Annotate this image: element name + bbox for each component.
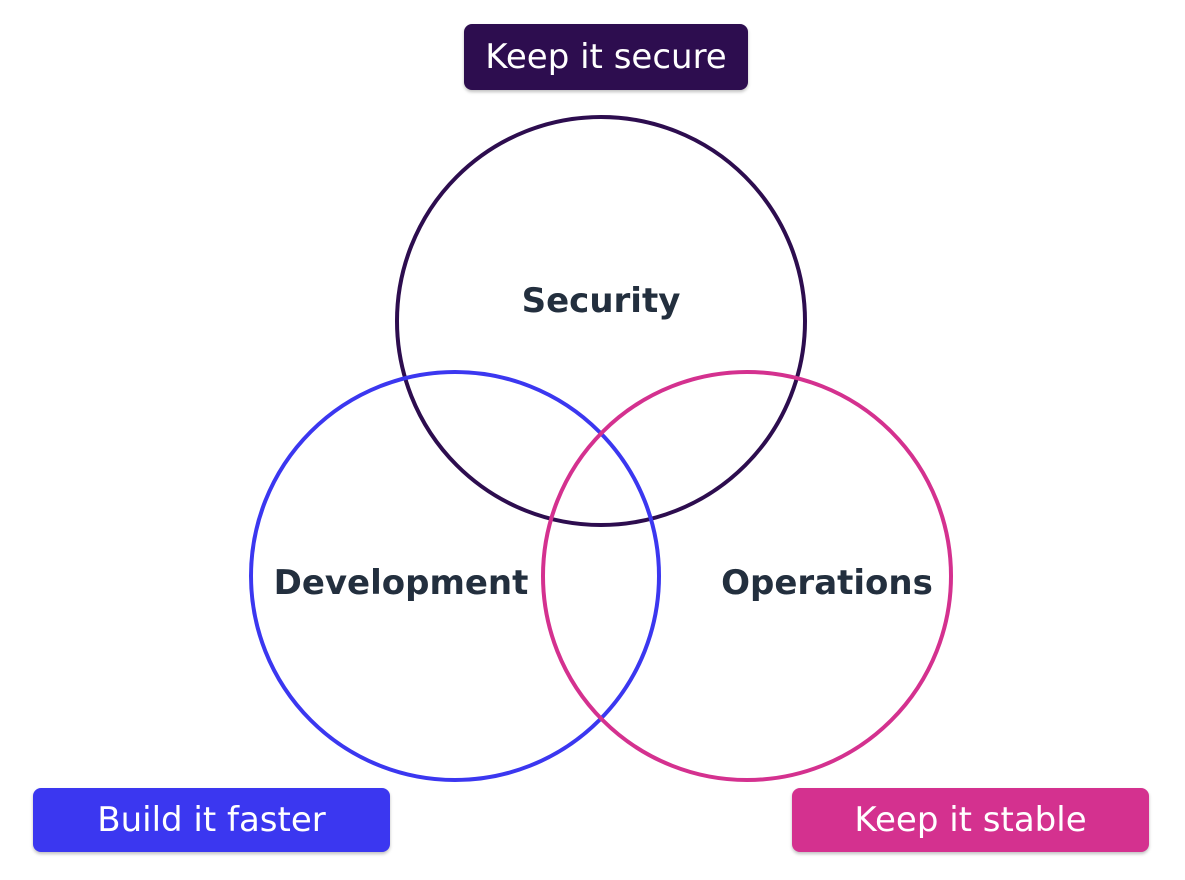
build-it-faster-badge: Build it faster bbox=[33, 788, 390, 852]
keep-it-stable-badge: Keep it stable bbox=[792, 788, 1149, 852]
operations-label: Operations bbox=[721, 563, 933, 603]
security-circle bbox=[395, 115, 807, 527]
development-circle bbox=[249, 370, 661, 782]
development-label: Development bbox=[274, 563, 529, 603]
operations-circle bbox=[541, 370, 953, 782]
security-label: Security bbox=[522, 281, 681, 321]
keep-it-secure-badge: Keep it secure bbox=[464, 24, 748, 90]
